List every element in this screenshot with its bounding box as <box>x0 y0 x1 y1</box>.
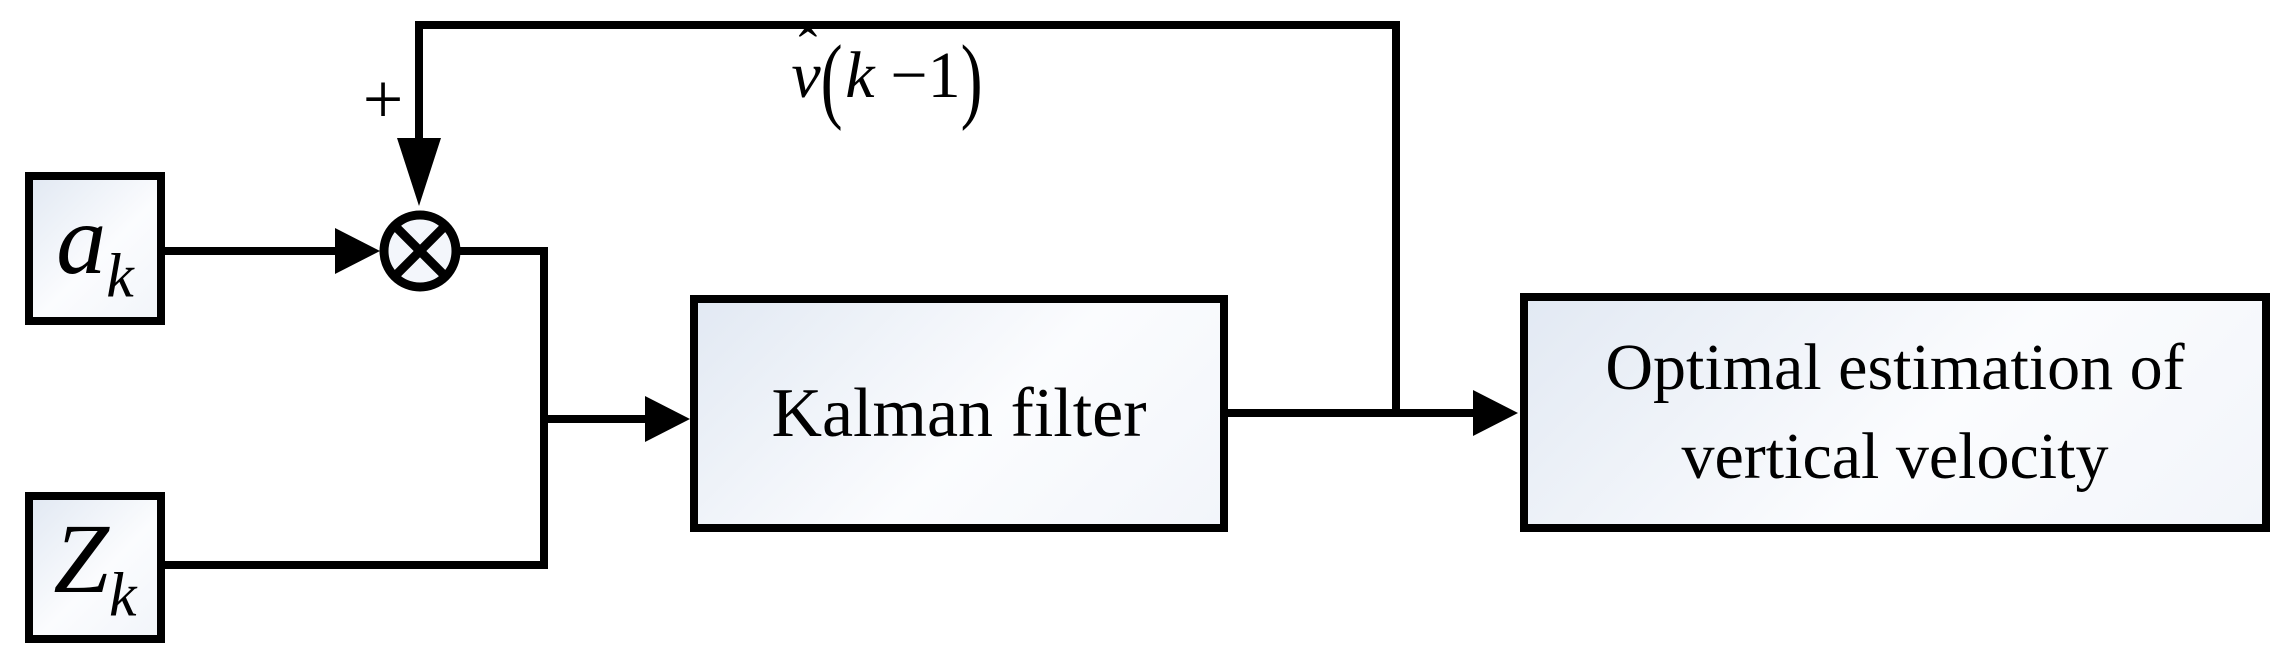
block-optimal-estimation: Optimal estimation of vertical velocity <box>1520 293 2270 532</box>
measurement-subscript: k <box>109 561 137 630</box>
measurement-symbol: Zk <box>53 502 137 630</box>
optimal-estimation-line1: Optimal estimation of <box>1605 331 2185 405</box>
kalman-filter-label: Kalman filter <box>771 375 1147 452</box>
feedback-variable: v <box>791 39 821 113</box>
close-paren: ) <box>960 26 983 133</box>
feedback-minus-one: −1 <box>890 39 961 113</box>
acceleration-subscript: k <box>106 242 134 311</box>
optimal-estimation-line2: vertical velocity <box>1681 419 2109 493</box>
arrowhead-into-kalman-icon <box>645 396 690 442</box>
summing-junction-cross-2 <box>391 222 449 280</box>
arrowhead-into-output-icon <box>1473 390 1518 436</box>
arrowhead-into-sum-top-icon <box>397 138 441 206</box>
open-paren: ( <box>820 26 843 133</box>
block-input-acceleration: ak <box>25 172 165 325</box>
block-kalman-filter: Kalman filter <box>690 295 1228 532</box>
arrowhead-into-sum-left-icon <box>335 228 380 274</box>
wire-feedback-loop <box>415 21 1400 409</box>
feedback-argument: k <box>845 39 875 113</box>
sum-plus-sign: + <box>362 59 404 139</box>
block-input-measurement: Zk <box>25 492 165 643</box>
optimal-estimation-label: Optimal estimation of vertical velocity <box>1605 324 2184 501</box>
hat-accent: ˆ <box>798 17 818 80</box>
acceleration-symbol: ak <box>56 183 134 311</box>
